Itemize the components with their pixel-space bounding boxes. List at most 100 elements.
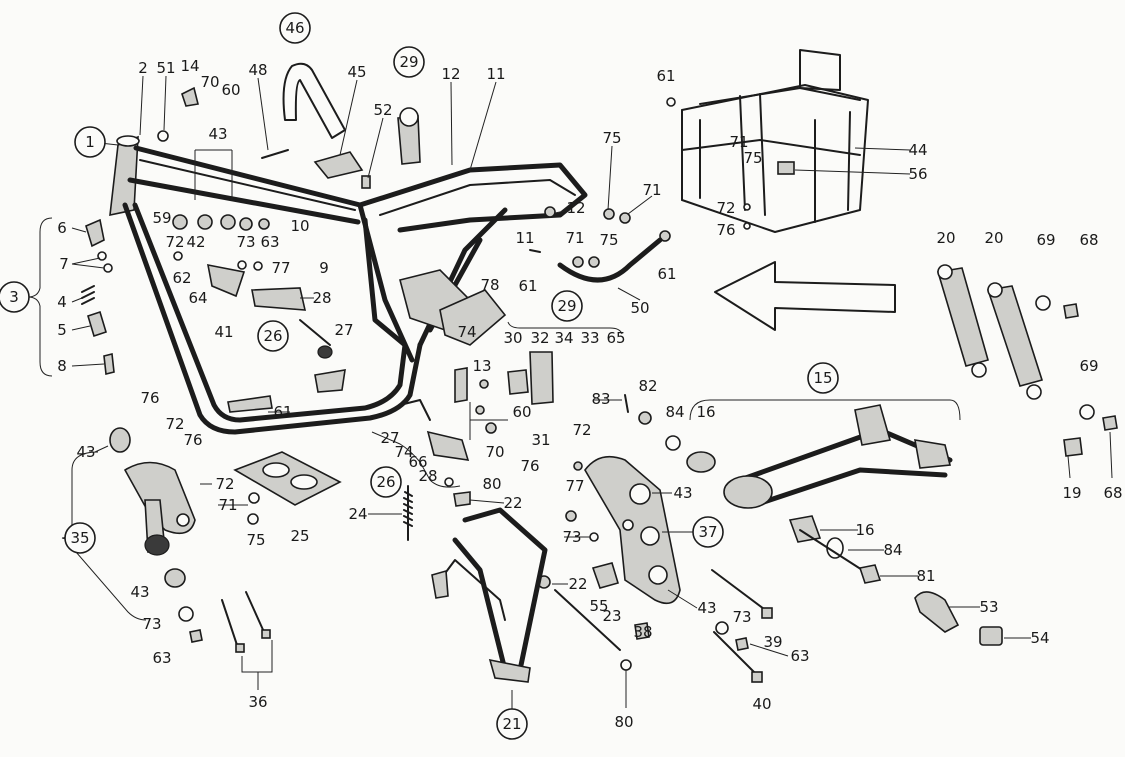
part-number-label: 83 [591, 390, 610, 408]
part-number-label: 34 [554, 329, 573, 347]
part-number-label: 29 [557, 297, 576, 315]
part-number-label: 27 [380, 429, 399, 447]
part-number-label: 80 [614, 713, 633, 731]
callout-circle [370, 466, 402, 498]
part-number-label: 51 [156, 59, 175, 77]
part-number-label: 75 [743, 149, 762, 167]
part-number-label: 16 [696, 403, 715, 421]
part-number-label: 65 [606, 329, 625, 347]
part-number-label: 35 [70, 529, 89, 547]
part-number-label: 59 [152, 209, 171, 227]
callout-circle [257, 320, 289, 352]
part-number-label: 76 [183, 431, 202, 449]
part-number-label: 72 [215, 475, 234, 493]
side-stand-parts [27, 217, 115, 377]
part-number-label: 56 [908, 165, 927, 183]
part-number-label: 61 [273, 403, 292, 421]
part-number-label: 6 [57, 219, 67, 237]
part-number-label: 63 [790, 647, 809, 665]
part-number-label: 73 [142, 615, 161, 633]
part-number-label: 40 [752, 695, 771, 713]
footrest-rubbers [371, 321, 623, 541]
part-number-label: 13 [472, 357, 491, 375]
leader-lines [71, 75, 1031, 657]
shock-absorbers [936, 264, 1118, 479]
part-number-label: 31 [531, 431, 550, 449]
part-number-label: 22 [503, 494, 522, 512]
center-stand [431, 507, 548, 712]
part-number-label: 43 [208, 125, 227, 143]
direction-arrow [714, 261, 896, 331]
callout-circle [74, 126, 106, 158]
part-number-label: 77 [565, 477, 584, 495]
callout-circle [551, 290, 583, 322]
part-number-label: 84 [665, 403, 684, 421]
part-number-label: 20 [936, 229, 955, 247]
part-number-label: 3 [9, 288, 19, 306]
part-number-label: 10 [290, 217, 309, 235]
part-number-label: 60 [512, 403, 531, 421]
footrest-bracket-group [61, 427, 203, 643]
part-number-label: 76 [140, 389, 159, 407]
part-number-label: 64 [188, 289, 207, 307]
part-number-label: 36 [248, 693, 267, 711]
part-number-label: 77 [271, 259, 290, 277]
part-number-label: 44 [908, 141, 927, 159]
part-number-label: 71 [218, 496, 237, 514]
part-number-label: 4 [57, 293, 67, 311]
top-parts [157, 62, 421, 189]
part-number-label: 75 [246, 531, 265, 549]
part-number-label: 43 [697, 599, 716, 617]
part-number-label: 69 [1036, 231, 1055, 249]
part-number-label: 75 [599, 231, 618, 249]
part-number-label: 80 [482, 475, 501, 493]
part-number-label: 33 [580, 329, 599, 347]
part-number-label: 28 [418, 467, 437, 485]
part-number-label: 42 [186, 233, 205, 251]
rear-frame-hardware [529, 206, 671, 283]
part-number-label: 22 [568, 575, 587, 593]
part-number-label: 72 [165, 415, 184, 433]
part-number-label: 26 [376, 473, 395, 491]
part-number-label: 29 [399, 53, 418, 71]
part-number-label: 84 [883, 541, 902, 559]
frame-hardware [172, 149, 333, 359]
part-number-label: 39 [763, 633, 782, 651]
callout-circle [393, 46, 425, 78]
part-number-label: 12 [441, 65, 460, 83]
part-number-label: 72 [716, 199, 735, 217]
chain-guard-parts [914, 591, 1003, 646]
part-number-label: 2 [138, 59, 148, 77]
part-number-label: 8 [57, 357, 67, 375]
part-number-label: 70 [200, 73, 219, 91]
part-number-label: 7 [59, 255, 69, 273]
part-number-label: 19 [1062, 484, 1081, 502]
part-number-label: 20 [984, 229, 1003, 247]
part-number-label: 66 [408, 453, 427, 471]
part-number-label: 11 [515, 229, 534, 247]
part-number-label: 50 [630, 299, 649, 317]
part-number-label: 53 [979, 598, 998, 616]
part-number-label: 74 [394, 443, 413, 461]
part-number-label: 43 [76, 443, 95, 461]
part-number-label: 21 [502, 715, 521, 733]
part-number-label: 63 [260, 233, 279, 251]
part-number-label: 76 [520, 457, 539, 475]
part-number-label: 68 [1103, 484, 1122, 502]
part-number-label: 46 [285, 19, 304, 37]
part-number-label: 54 [1030, 629, 1049, 647]
part-number-label: 27 [334, 321, 353, 339]
part-number-label: 72 [572, 421, 591, 439]
part-number-label: 16 [855, 521, 874, 539]
callout-circle [692, 516, 724, 548]
swing-arm [624, 394, 961, 584]
part-number-label: 76 [716, 221, 735, 239]
part-number-label: 9 [319, 259, 329, 277]
part-number-label: 73 [236, 233, 255, 251]
long-bolts [221, 591, 273, 690]
part-number-label: 71 [729, 133, 748, 151]
part-number-label: 61 [518, 277, 537, 295]
part-number-label: 5 [57, 321, 67, 339]
